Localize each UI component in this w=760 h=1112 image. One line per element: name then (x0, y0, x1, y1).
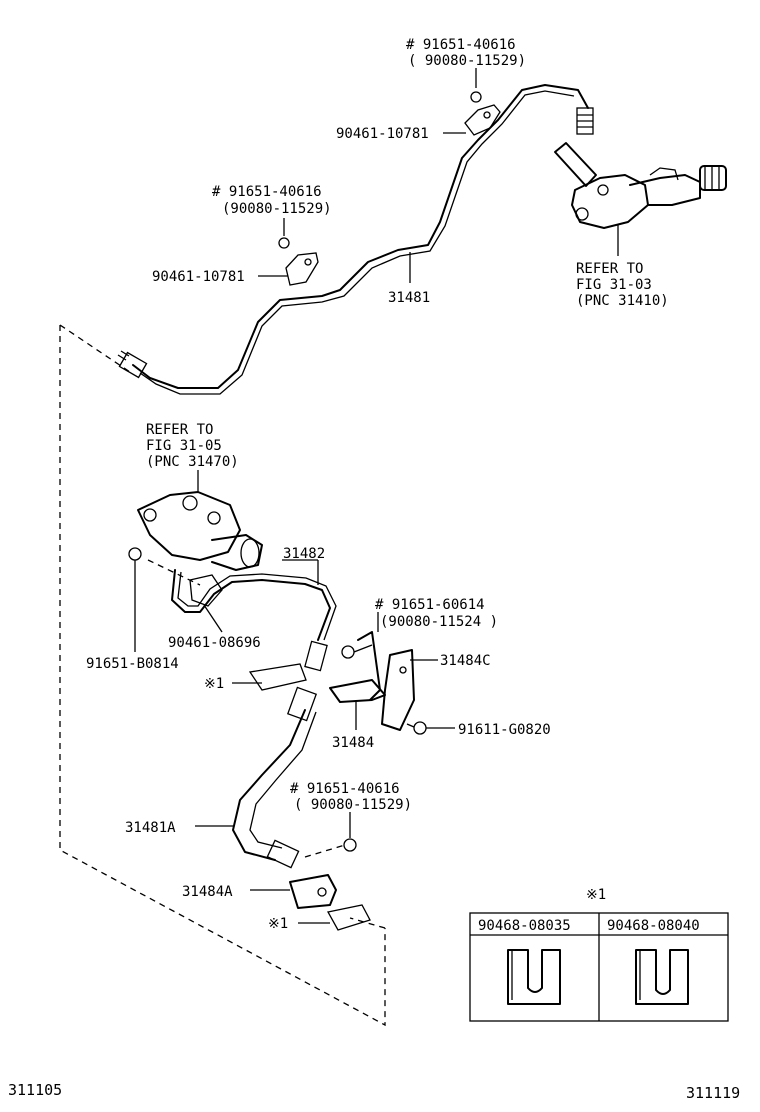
bracket-31484C-icon (381, 649, 415, 731)
label-refer-release-1: REFER TO (146, 422, 213, 438)
label-mid-bolt-alt: (90080-11529) (222, 201, 332, 217)
clutch-tube-31481 (132, 84, 589, 389)
label-refer-release-2: FIG 31-05 (146, 438, 222, 454)
clip-table: ※1 90468-08035 90468-08040 (469, 887, 729, 1022)
clip-table-col-2: 90468-08040 (607, 918, 700, 934)
label-top-bolt-note: # 91651-40616 (406, 37, 516, 53)
label-top-bolt-alt: ( 90080-11529) (408, 53, 526, 69)
hose-fitting-top (286, 686, 318, 722)
bracket-31484-icon (329, 631, 386, 703)
tube-31482-fitting (304, 640, 328, 672)
label-lower-bolt-alt: ( 90080-11529) (294, 797, 412, 813)
footer-right-code: 311119 (686, 1084, 740, 1102)
bolt-small-icon (128, 547, 142, 652)
label-refer-master-3: (PNC 31410) (576, 293, 669, 309)
assembly-outline (59, 324, 386, 1027)
label-lower-bolt-note: # 91651-40616 (290, 781, 400, 797)
label-refer-master-1: REFER TO (576, 261, 643, 277)
label-clip-ref-1: ※1 (204, 676, 224, 692)
bolt-lower-icon (343, 812, 357, 852)
label-mid-bolt-note: # 91651-40616 (212, 184, 322, 200)
clutch-tube-31482 (171, 569, 331, 641)
clutch-hose-31481A-inner (249, 711, 317, 849)
label-bolt-small: 91651-B0814 (86, 656, 179, 672)
label-clamp-small: 90461-08696 (168, 635, 261, 651)
clutch-hose-31481A (232, 709, 306, 861)
label-bracket-a: 31484A (182, 884, 233, 900)
label-tube-short: 31482 (283, 546, 325, 562)
label-refer-master-2: FIG 31-03 (576, 277, 652, 293)
clamp-small-icon (189, 574, 223, 607)
label-clip-ref-2: ※1 (268, 916, 288, 932)
bolt-bracket-upper-icon (341, 644, 373, 659)
clip-08035-icon (507, 949, 561, 1005)
hose-fitting-bottom (266, 839, 300, 869)
bracket-31484A-icon (289, 874, 337, 909)
clamp-middle-icon (285, 252, 319, 286)
bolt-middle-icon (278, 218, 290, 249)
label-bracket: 31484 (332, 735, 374, 751)
label-bracket-bolt-alt: (90080-11524 ) (380, 614, 498, 630)
clutch-master-cylinder-icon (554, 142, 727, 229)
label-hose: 31481A (125, 820, 176, 836)
tube-end-fitting-left (117, 350, 148, 379)
leader-dash-lower (304, 844, 346, 858)
clutch-release-cylinder-icon (137, 491, 263, 571)
clip-table-col-1: 90468-08035 (478, 918, 571, 934)
label-clamp-lower: 90461-10781 (152, 269, 245, 285)
footer-left-code: 311105 (8, 1081, 62, 1099)
label-refer-release-3: (PNC 31470) (146, 454, 239, 470)
bolt-bracket-lower-icon (406, 721, 427, 735)
clip-lower-icon (327, 904, 371, 931)
label-bracket-c: 31484C (440, 653, 491, 669)
label-bolt-bracket: 91611-G0820 (458, 722, 551, 738)
label-clamp-upper: 90461-10781 (336, 126, 429, 142)
clutch-tube-31482-inner (177, 571, 337, 641)
tube-end-fitting-right (576, 107, 594, 135)
clip-08040-icon (635, 949, 689, 1005)
clip-upper-icon (248, 663, 307, 691)
clip-table-title: ※1 (586, 887, 606, 903)
bolt-upper-icon (470, 68, 482, 103)
label-tube-main: 31481 (388, 290, 430, 306)
leader-dash-bolt (147, 559, 201, 586)
label-bracket-bolt-note: # 91651-60614 (375, 597, 485, 613)
clutch-tube-31481-inner (139, 90, 575, 395)
clamp-upper-icon (464, 104, 501, 136)
